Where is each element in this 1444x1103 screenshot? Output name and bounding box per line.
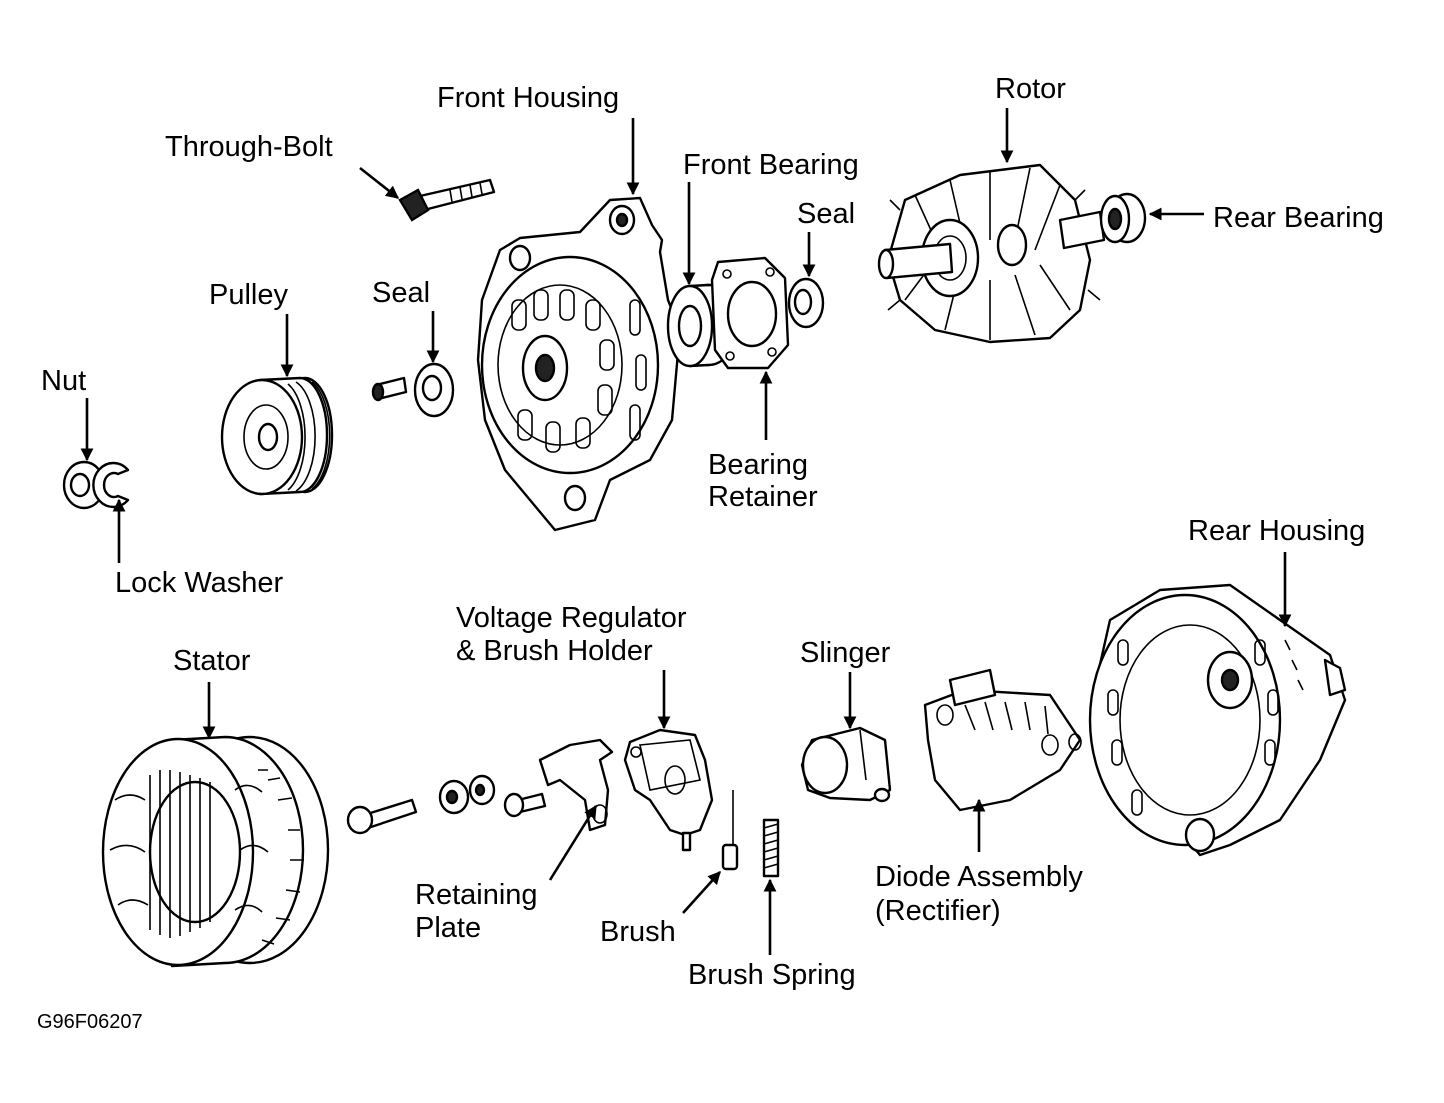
label-front-bearing: Front Bearing: [683, 149, 859, 181]
slinger-part: [800, 726, 892, 803]
label-lock-washer: Lock Washer: [115, 567, 283, 599]
label-pulley: Pulley: [209, 279, 288, 311]
label-voltage-regulator-line1: Voltage Regulator: [456, 602, 687, 634]
through-bolt-part: [398, 178, 496, 222]
label-retaining-plate-line1: Retaining: [415, 879, 538, 911]
bearing-retainer-part: [710, 256, 790, 370]
stator-part: [101, 735, 330, 968]
label-bearing-retainer-line2: Retainer: [708, 481, 818, 513]
label-retaining-plate-line2: Plate: [415, 912, 481, 944]
seal-left-part: [413, 362, 455, 418]
diode-assembly-part: [923, 668, 1082, 812]
label-seal-left: Seal: [372, 277, 430, 309]
brush-part: [721, 790, 739, 871]
label-nut: Nut: [41, 365, 86, 397]
label-voltage-regulator-line2: & Brush Holder: [456, 635, 653, 667]
label-stator: Stator: [173, 645, 251, 677]
label-brush-spring: Brush Spring: [688, 959, 856, 991]
seal-right-part: [787, 277, 825, 329]
label-diode-assembly-line1: Diode Assembly: [875, 861, 1083, 893]
front-housing-part: [476, 196, 682, 532]
label-rear-housing: Rear Housing: [1188, 515, 1365, 547]
insulator-bushing-part: [438, 774, 496, 815]
label-brush: Brush: [600, 916, 676, 948]
label-through-bolt: Through-Bolt: [165, 131, 333, 163]
rear-housing-part: [1088, 583, 1347, 857]
label-seal-right: Seal: [797, 198, 855, 230]
pulley-part: [220, 376, 334, 496]
label-rotor: Rotor: [995, 73, 1066, 105]
label-bearing-retainer-line1: Bearing: [708, 449, 808, 481]
label-rear-bearing: Rear Bearing: [1213, 202, 1384, 234]
label-front-housing: Front Housing: [437, 82, 619, 114]
leader-lines: [80, 108, 1292, 955]
rear-bearing-part: [1099, 192, 1147, 244]
voltage-regulator-part: [623, 728, 714, 852]
part-labels: Through-Bolt Front Housing Rotor Front B…: [37, 73, 1384, 1033]
screw-part: [503, 792, 547, 818]
label-diode-assembly-line2: (Rectifier): [875, 895, 1001, 927]
figure-code: G96F06207: [37, 1011, 143, 1033]
stator-bolt-part: [346, 798, 418, 835]
spacer-bolt-part: [371, 376, 408, 402]
retaining-plate-part: [538, 738, 614, 832]
lock-washer-part: [92, 461, 130, 509]
brush-spring-part: [762, 818, 780, 878]
rotor-part: [877, 163, 1106, 344]
label-slinger: Slinger: [800, 637, 891, 669]
